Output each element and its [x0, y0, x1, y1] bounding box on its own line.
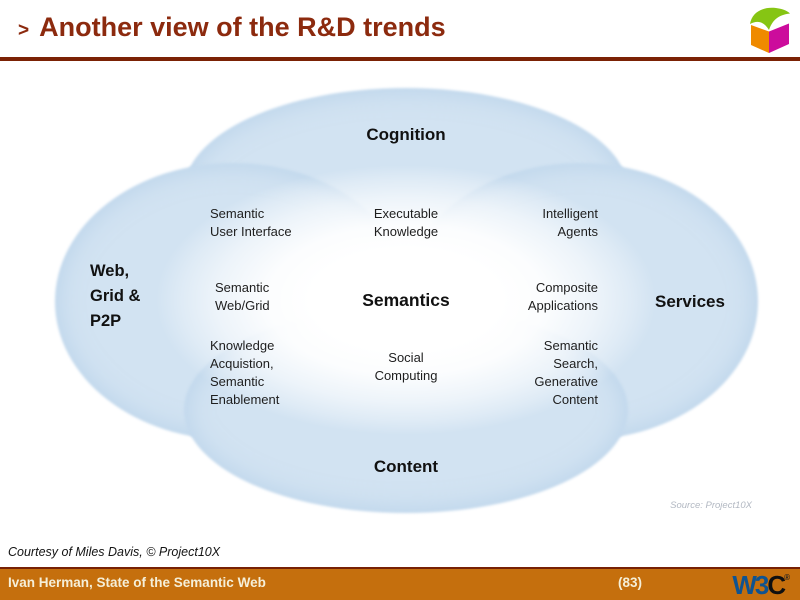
title-divider [0, 57, 800, 61]
page-title: Another view of the R&D trends [39, 12, 446, 42]
sweo-cube-icon [750, 7, 790, 53]
label-semantic-user-interface: Semantic User Interface [210, 206, 292, 239]
label-services: Services [655, 292, 725, 311]
registered-mark-icon: ® [784, 573, 790, 582]
label-semantic-search: Semantic Search, Generative Content [534, 338, 598, 407]
label-composite-applications: Composite Applications [527, 280, 598, 313]
label-content: Content [373, 457, 439, 476]
source-attribution: Source: Project10X [670, 500, 752, 511]
center-highlight [156, 165, 656, 435]
slide-header: > Another view of the R&D trends [18, 12, 446, 43]
label-semantic-web-grid: Semantic Web/Grid [215, 280, 270, 313]
label-cognition: Cognition [366, 125, 446, 144]
label-social-computing: Social Computing [374, 350, 438, 383]
label-semantics: Semantics [362, 290, 450, 310]
label-web-grid-p2p: Web, Grid & P2P [90, 262, 141, 330]
slide-number: (83) [618, 575, 643, 590]
courtesy-note: Courtesy of Miles Davis, © Project10X [8, 545, 221, 559]
label-intelligent-agents: Intelligent Agents [542, 206, 598, 239]
footer-credit: Ivan Herman, State of the Semantic Web [8, 575, 266, 590]
w3c-logo: W3C® [732, 570, 790, 600]
w3c-logo-c: C [767, 570, 786, 600]
title-bullet: > [18, 20, 30, 41]
label-executable-knowledge: Executable Knowledge [373, 206, 439, 239]
footer-bar: Ivan Herman, State of the Semantic Web (… [0, 567, 800, 600]
w3c-logo-w3: W3 [732, 570, 769, 600]
label-knowledge-acquisition: Knowledge Acquistion, Semantic Enablemen… [210, 338, 280, 407]
